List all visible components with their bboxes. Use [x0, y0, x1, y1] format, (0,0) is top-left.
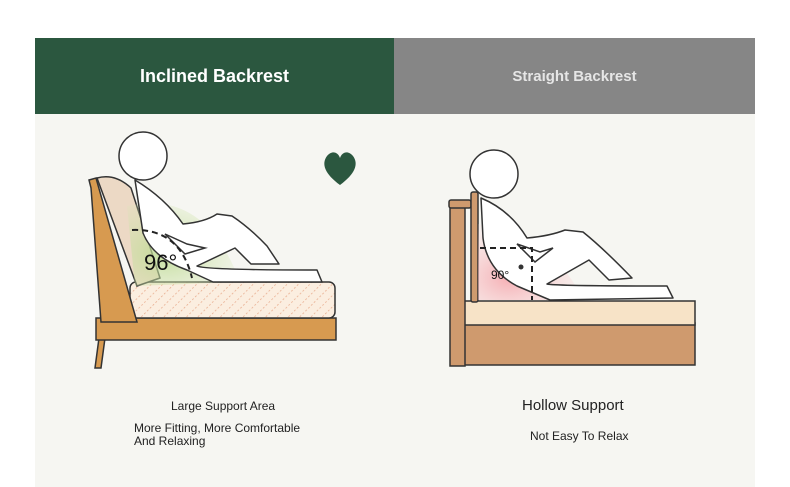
angle-label-inclined: 96°: [144, 250, 177, 275]
straight-bed: [448, 149, 696, 367]
angle-label-straight: 90°: [491, 268, 509, 282]
caption-not-easy: Not Easy To Relax: [530, 429, 629, 443]
comparison-panel: Inclined Backrest Straight Backrest: [35, 38, 755, 487]
caption-hollow-support: Hollow Support: [522, 397, 624, 414]
caption-more-fitting: More Fitting, More Comfortable And Relax…: [134, 421, 301, 448]
caption-large-support: Large Support Area: [171, 399, 276, 413]
tab-inclined-label: Inclined Backrest: [139, 65, 290, 86]
tab-straight-label: Straight Backrest: [512, 67, 637, 85]
heart-icon: [324, 152, 356, 185]
tab-straight-backrest[interactable]: Straight Backrest: [394, 38, 755, 114]
inclined-bed: [88, 131, 356, 369]
tab-inclined-backrest[interactable]: Inclined Backrest: [35, 38, 394, 114]
bed-illustrations: 96° 90°: [88, 131, 696, 369]
